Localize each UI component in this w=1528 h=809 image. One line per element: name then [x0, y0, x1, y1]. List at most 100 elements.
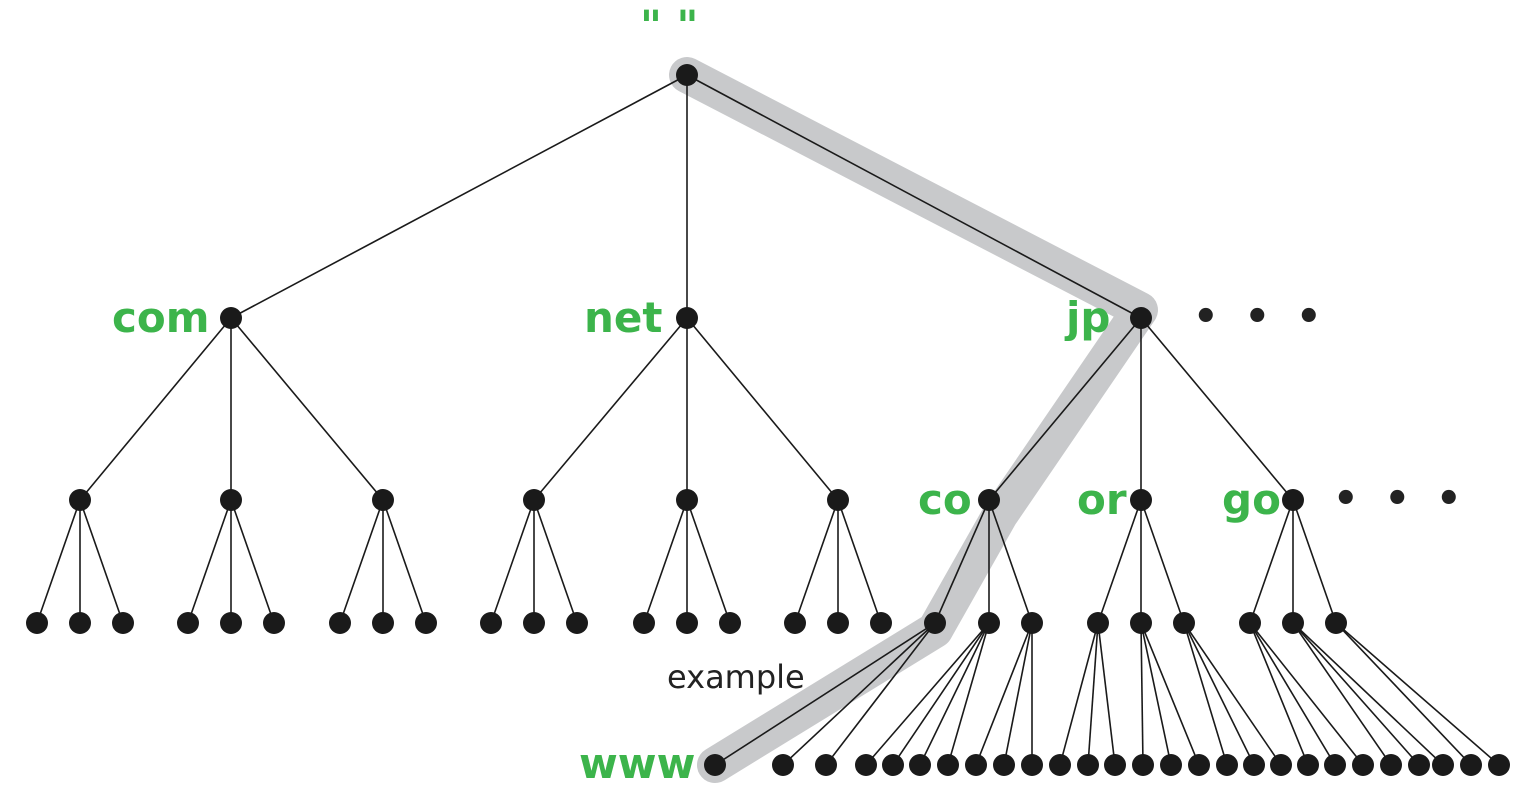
edge-l3-l4 — [1335, 622, 1500, 766]
edge-l3-l4 — [1292, 622, 1420, 766]
edge-l3-l4 — [1249, 622, 1364, 766]
leaf-node — [815, 754, 837, 776]
edge-l2-l3 — [1140, 499, 1185, 624]
third-level-node — [676, 612, 698, 634]
edge-l3-l4 — [1292, 622, 1444, 766]
edge-l3-l4 — [1249, 622, 1309, 766]
third-level-node — [1282, 612, 1304, 634]
third-level-node — [177, 612, 199, 634]
edge-l1-l2 — [686, 317, 839, 501]
edge-l3-l4 — [1183, 622, 1255, 766]
edge-l2-l3 — [490, 499, 535, 624]
leaf-node — [1488, 754, 1510, 776]
edge-l2-l3 — [1097, 499, 1142, 624]
sld-node — [978, 489, 1000, 511]
leaf-node — [1188, 754, 1210, 776]
edge-l3-l4 — [1249, 622, 1336, 766]
sld-node — [372, 489, 394, 511]
leaf-node — [1380, 754, 1402, 776]
leaf-node — [1460, 754, 1482, 776]
highlight-path — [669, 57, 1158, 783]
leaf-node — [1324, 754, 1346, 776]
leaf-node — [937, 754, 959, 776]
edge-l2-l3 — [382, 499, 427, 624]
third-level-node — [1325, 612, 1347, 634]
leaf-node — [1077, 754, 1099, 776]
edge-l3-l4 — [1003, 622, 1033, 766]
edge-l1-l2 — [533, 317, 688, 501]
third-level-node — [112, 612, 134, 634]
leaf-node — [1021, 754, 1043, 776]
net-label: net — [584, 293, 662, 342]
third-level-node — [784, 612, 806, 634]
sld-node — [69, 489, 91, 511]
sld-node — [676, 489, 698, 511]
edge-l3-l4 — [1292, 622, 1392, 766]
edge-l2-l3 — [643, 499, 688, 624]
edge-l3-l4 — [1183, 622, 1228, 766]
edge-l2-l3 — [230, 499, 275, 624]
leaf-node — [1432, 754, 1454, 776]
edge-l2-l3 — [79, 499, 124, 624]
tree-nodes — [26, 64, 1510, 776]
tld-ellipsis: • • • — [1193, 294, 1328, 340]
edge-l3-l4 — [975, 622, 1033, 766]
tld-node — [220, 307, 242, 329]
leaf-node — [1297, 754, 1319, 776]
leaf-node — [1104, 754, 1126, 776]
leaf-node — [1049, 754, 1071, 776]
third-level-node — [220, 612, 242, 634]
third-level-node — [329, 612, 351, 634]
edge-l3-l4 — [1335, 622, 1472, 766]
third-level-node — [566, 612, 588, 634]
third-level-node — [263, 612, 285, 634]
or-label: or — [1077, 475, 1127, 524]
edge-l3-l4 — [714, 622, 936, 766]
edge-l1-l2 — [1140, 317, 1294, 501]
edge-l2-l3 — [1249, 499, 1294, 624]
third-level-node — [372, 612, 394, 634]
tld-node — [1130, 307, 1152, 329]
edge-l2-l3 — [988, 499, 1033, 624]
sld-ellipsis: • • • — [1333, 476, 1468, 522]
third-level-node — [870, 612, 892, 634]
third-level-node — [1021, 612, 1043, 634]
sld-node — [523, 489, 545, 511]
example-label: example — [667, 658, 805, 696]
edge-l2-l3 — [837, 499, 882, 624]
edge-l2-l3 — [686, 499, 731, 624]
edge-l1-l2 — [79, 317, 232, 501]
leaf-node — [1270, 754, 1292, 776]
third-level-node — [1130, 612, 1152, 634]
edge-root-l1 — [686, 74, 1142, 319]
jp-label: jp — [1064, 293, 1110, 342]
third-level-node — [633, 612, 655, 634]
sld-node — [1130, 489, 1152, 511]
third-level-node — [827, 612, 849, 634]
leaf-node — [1132, 754, 1154, 776]
leaf-node — [965, 754, 987, 776]
www-label: www — [579, 739, 695, 788]
tree-edges — [36, 74, 1500, 766]
leaf-node — [909, 754, 931, 776]
third-level-node — [523, 612, 545, 634]
tld-node — [676, 307, 698, 329]
sld-node — [1282, 489, 1304, 511]
edge-l2-l3 — [934, 499, 990, 624]
edge-l1-l2 — [988, 317, 1142, 501]
leaf-node — [993, 754, 1015, 776]
com-label: com — [112, 293, 210, 342]
third-level-node — [26, 612, 48, 634]
go-label: go — [1222, 475, 1281, 524]
third-level-node — [719, 612, 741, 634]
root-node — [676, 64, 698, 86]
leaf-node — [1352, 754, 1374, 776]
edge-l3-l4 — [1183, 622, 1282, 766]
third-level-node — [480, 612, 502, 634]
edge-l2-l3 — [339, 499, 384, 624]
edge-l3-l4 — [1140, 622, 1144, 766]
edge-l2-l3 — [1292, 499, 1337, 624]
sld-node — [827, 489, 849, 511]
edge-l3-l4 — [1059, 622, 1099, 766]
edge-l3-l4 — [825, 622, 936, 766]
